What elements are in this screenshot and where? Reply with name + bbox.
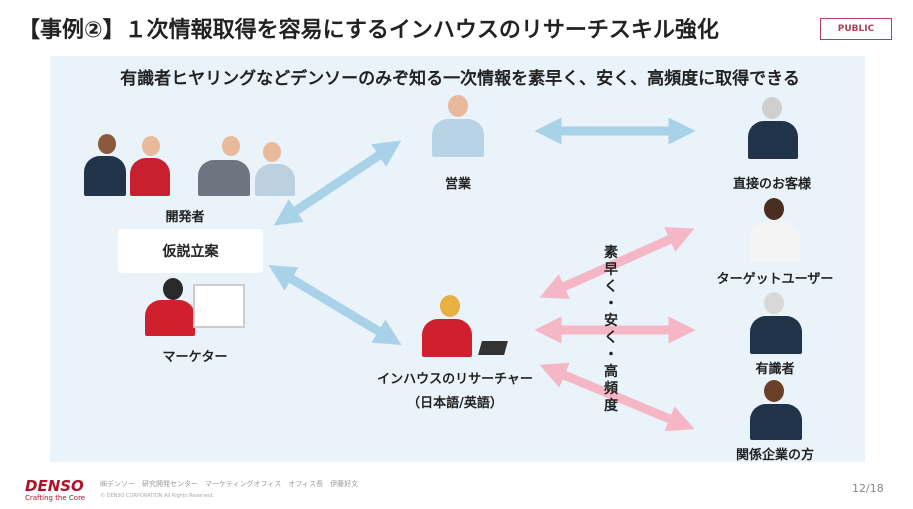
researcher-label: インハウスのリサーチャー (377, 372, 533, 387)
copyright: © DENSO CORPORATION All Rights Reserved. (100, 493, 214, 499)
developer-label: 開発者 (165, 210, 205, 225)
page-title: 【事例②】１次情報取得を容易にするインハウスのリサーチスキル強化 (18, 18, 719, 43)
arrow-dev-sales (273, 140, 402, 226)
public-badge: PUBLIC (820, 18, 892, 40)
related-company-label: 関係企業の方 (735, 448, 814, 463)
page-number: 12/18 (852, 482, 884, 495)
arrow-dev-researcher (268, 265, 402, 345)
expert-label: 有識者 (755, 362, 795, 377)
sales-label: 営業 (444, 177, 471, 192)
denso-logo: DENSO (25, 477, 84, 495)
logo-tagline: Crafting the Core (25, 494, 86, 502)
arrow-researcher-company (539, 362, 695, 432)
marketer-label: マーケター (162, 350, 228, 365)
direct-customer-label: 直接のお客様 (732, 177, 811, 192)
hypothesis-box: 仮説立案 (118, 229, 263, 273)
footer-organization: ㈱デンソー 研究開発センター マーケティングオフィス オフィス長 伊藤好文 (100, 480, 359, 488)
arrow-researcher-target (539, 227, 695, 299)
speed-cost-frequency-label: 素早く・安く・高頻度 (604, 245, 618, 414)
subtitle: 有識者ヒヤリングなどデンソーのみぞ知る一次情報を素早く、安く、高頻度に取得できる (120, 69, 800, 89)
researcher-language-label: （日本語/英語） (407, 396, 503, 411)
target-user-label: ターゲットユーザー (716, 272, 834, 287)
